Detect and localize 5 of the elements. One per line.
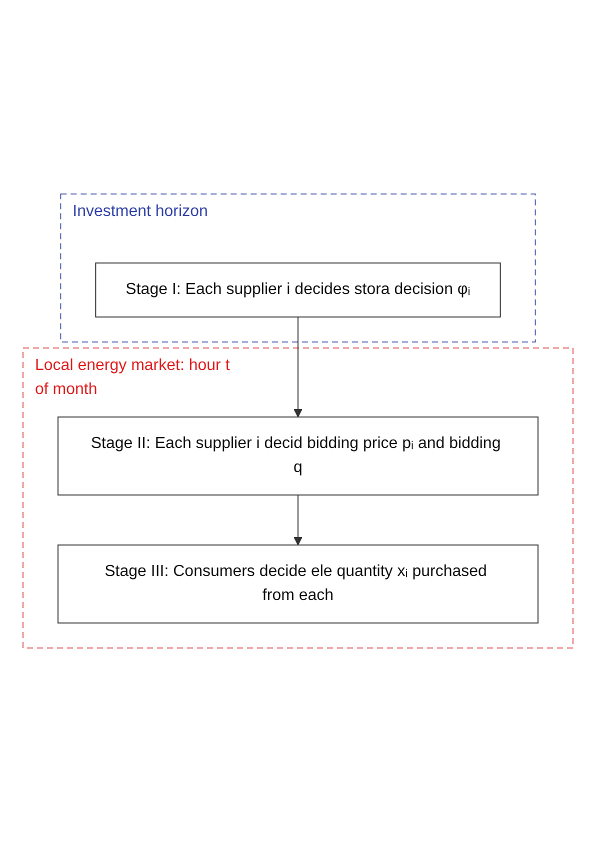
- arrow: [293, 316, 302, 418]
- node-box: Stage I: Each supplier i decides stora decision φᵢ: [94, 262, 500, 318]
- node-box: Stage III: Consumers decide ele quantity xᵢ purchased from each: [57, 544, 538, 624]
- arrow: [293, 494, 302, 546]
- node-box: Stage II: Each supplier i decid bidding price pᵢ and bidding q: [57, 416, 538, 496]
